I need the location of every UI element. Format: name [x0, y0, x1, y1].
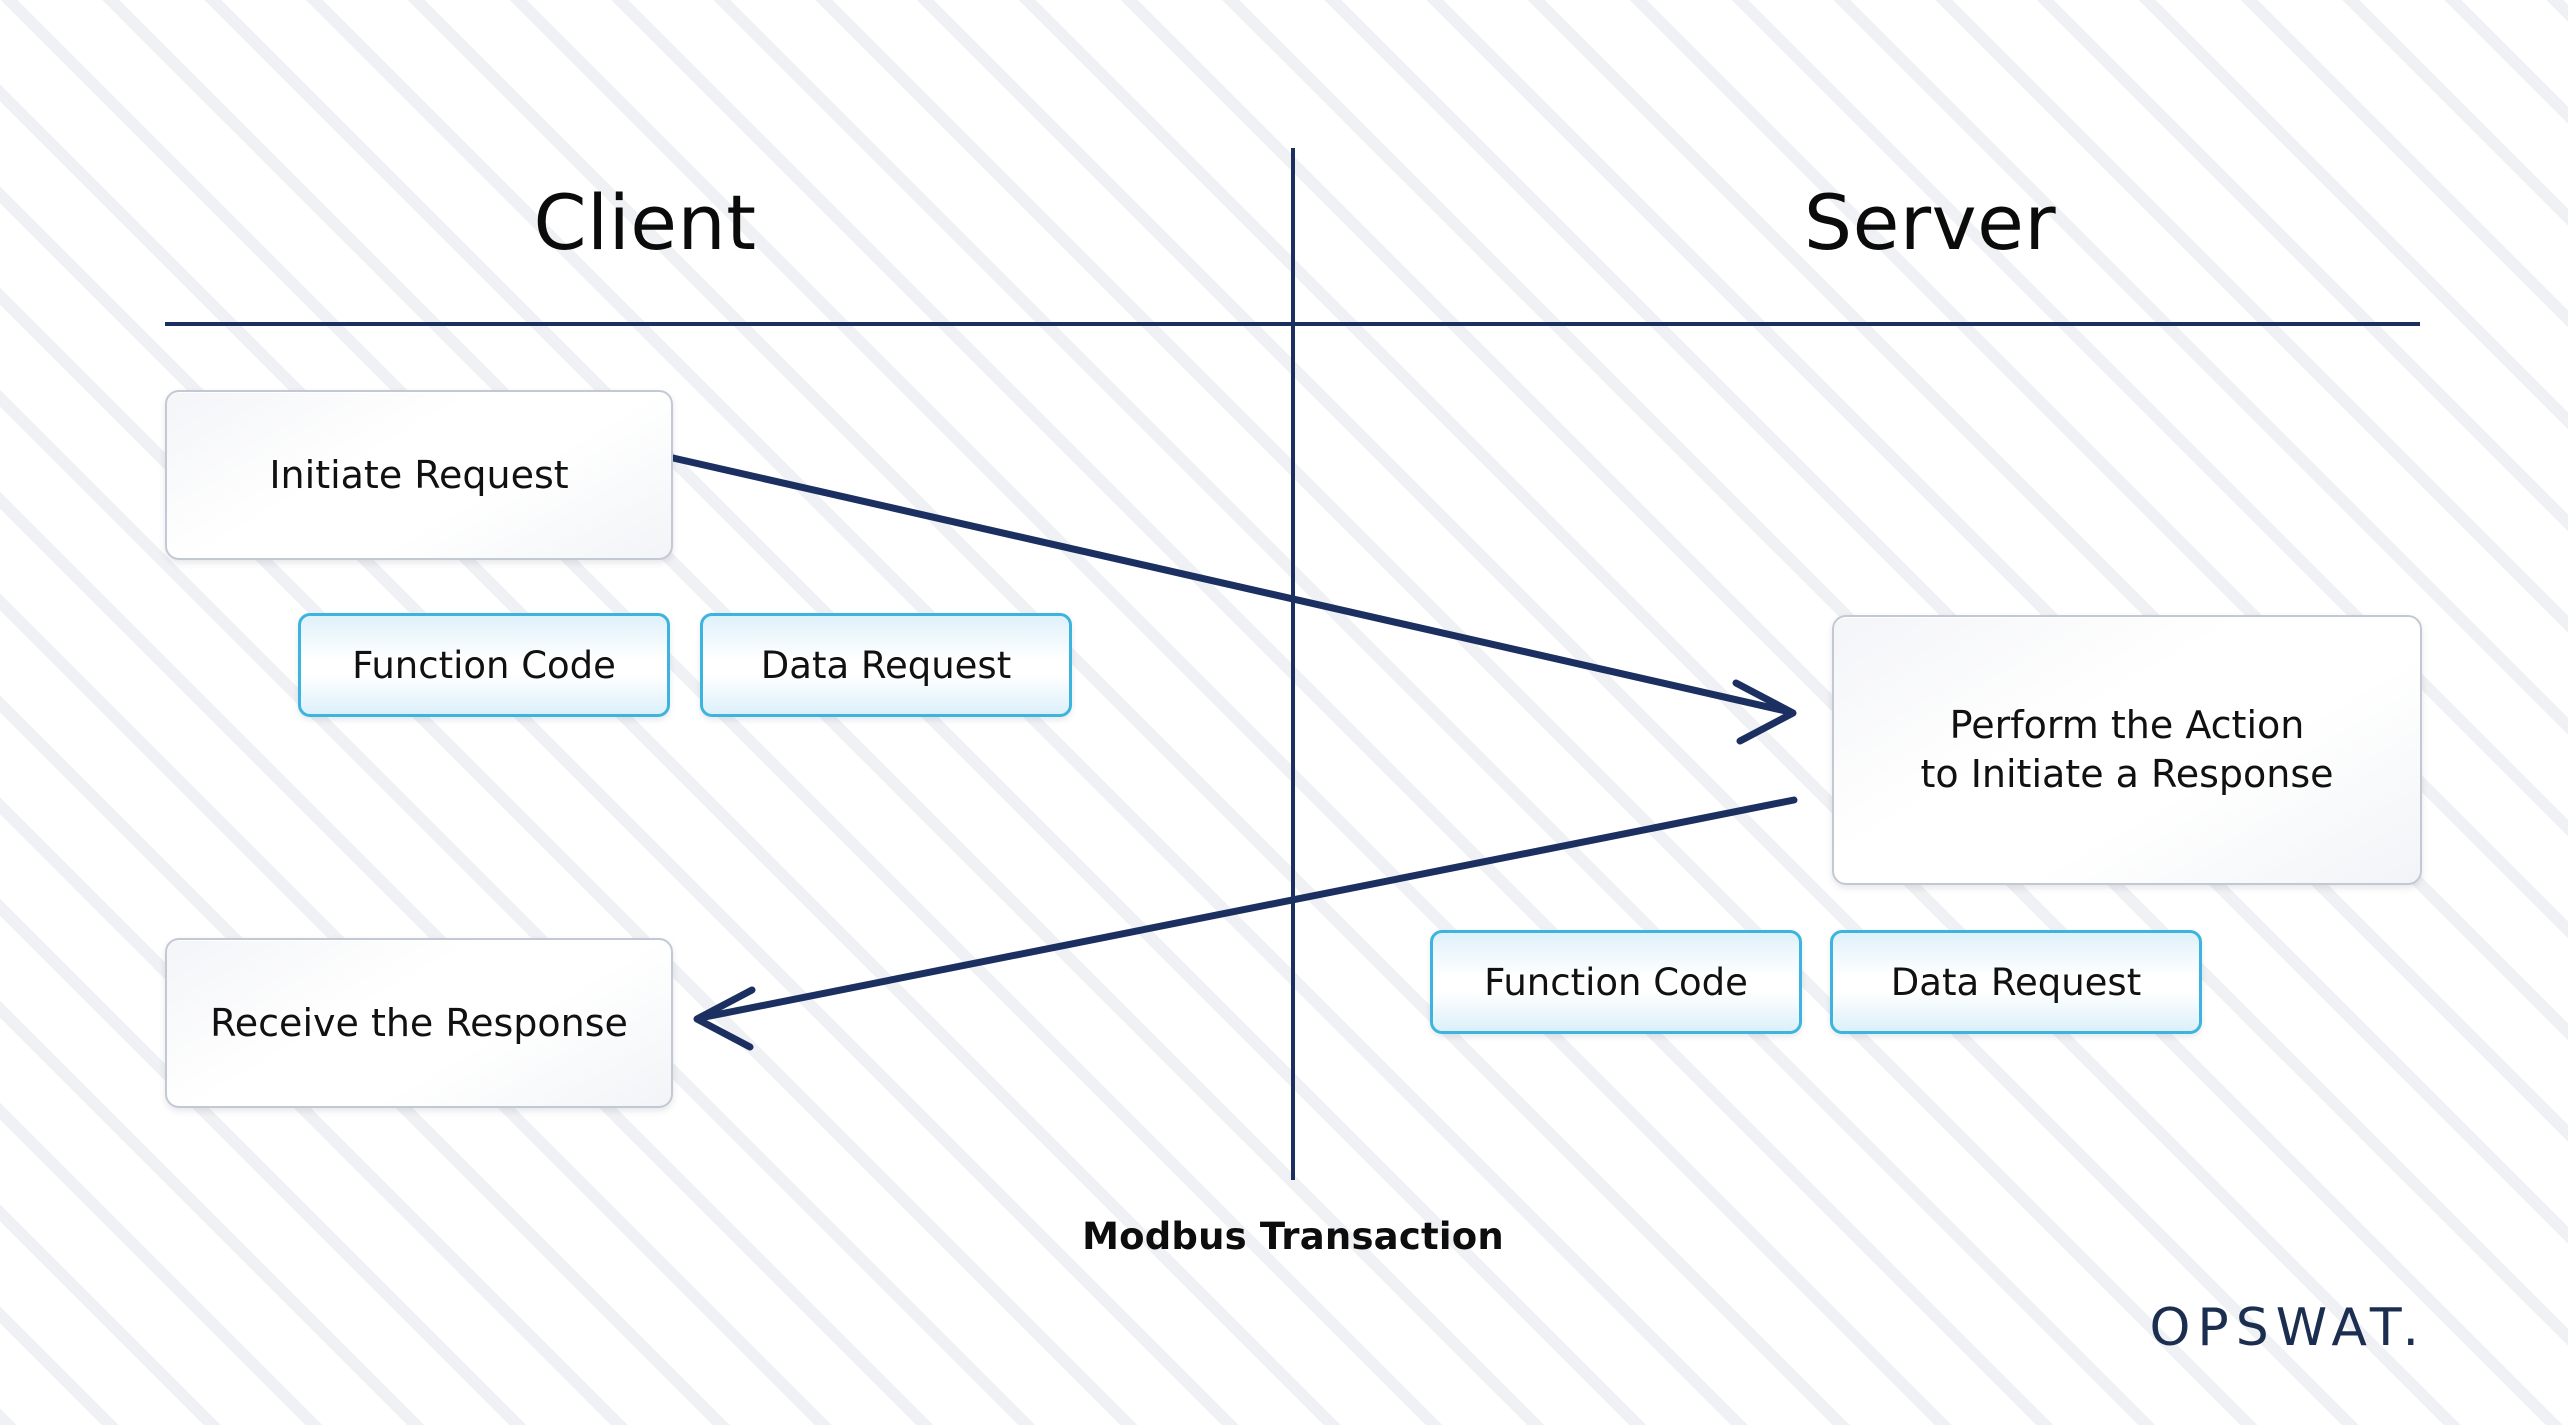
- stage-box-receive-response[interactable]: Receive the Response: [165, 938, 673, 1108]
- stage-label-receive-response: Receive the Response: [210, 1000, 628, 1045]
- payload-box-client-function-code[interactable]: Function Code: [298, 613, 670, 717]
- column-heading-server: Server: [1803, 178, 2057, 267]
- diagram-caption: Modbus Transaction: [1082, 1215, 1504, 1258]
- payload-box-server-function-code[interactable]: Function Code: [1430, 930, 1802, 1034]
- payload-label-client-function-code: Function Code: [352, 643, 616, 687]
- stage-box-perform-action[interactable]: Perform the Action to Initiate a Respons…: [1832, 615, 2422, 885]
- column-heading-client: Client: [533, 178, 757, 267]
- opswat-logo: OPSWAT.: [2149, 1298, 2426, 1358]
- payload-box-client-data-request[interactable]: Data Request: [700, 613, 1072, 717]
- stage-label-perform-action: Perform the Action to Initiate a Respons…: [1920, 703, 2334, 796]
- stage-label-initiate-request: Initiate Request: [269, 452, 569, 497]
- client-server-divider-vertical: [1291, 148, 1295, 1180]
- stage-box-initiate-request[interactable]: Initiate Request: [165, 390, 673, 560]
- payload-label-server-data-request: Data Request: [1890, 960, 2142, 1004]
- payload-label-server-function-code: Function Code: [1484, 960, 1748, 1004]
- payload-box-server-data-request[interactable]: Data Request: [1830, 930, 2202, 1034]
- payload-label-client-data-request: Data Request: [760, 643, 1012, 687]
